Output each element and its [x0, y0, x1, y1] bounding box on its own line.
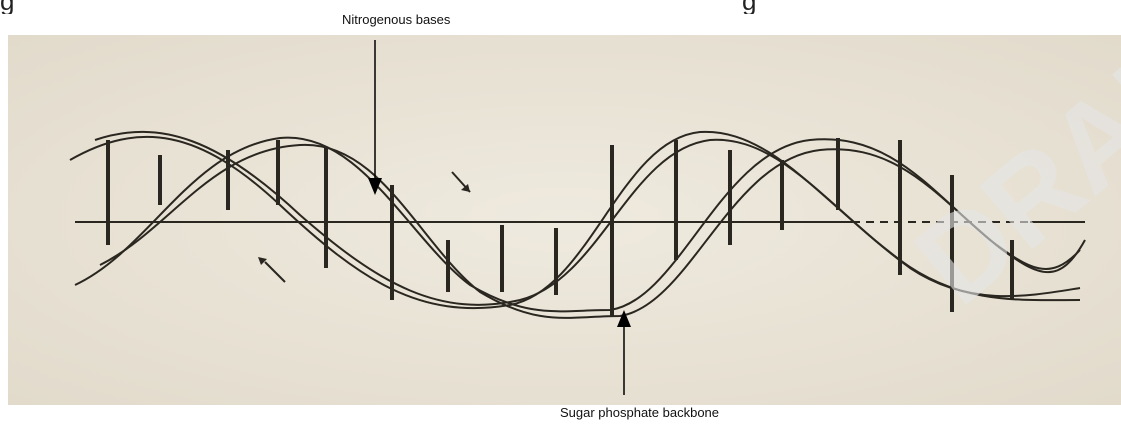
sugar-phosphate-backbone-label: Sugar phosphate backbone: [560, 405, 719, 420]
nitrogenous-bases-label: Nitrogenous bases: [342, 12, 450, 27]
